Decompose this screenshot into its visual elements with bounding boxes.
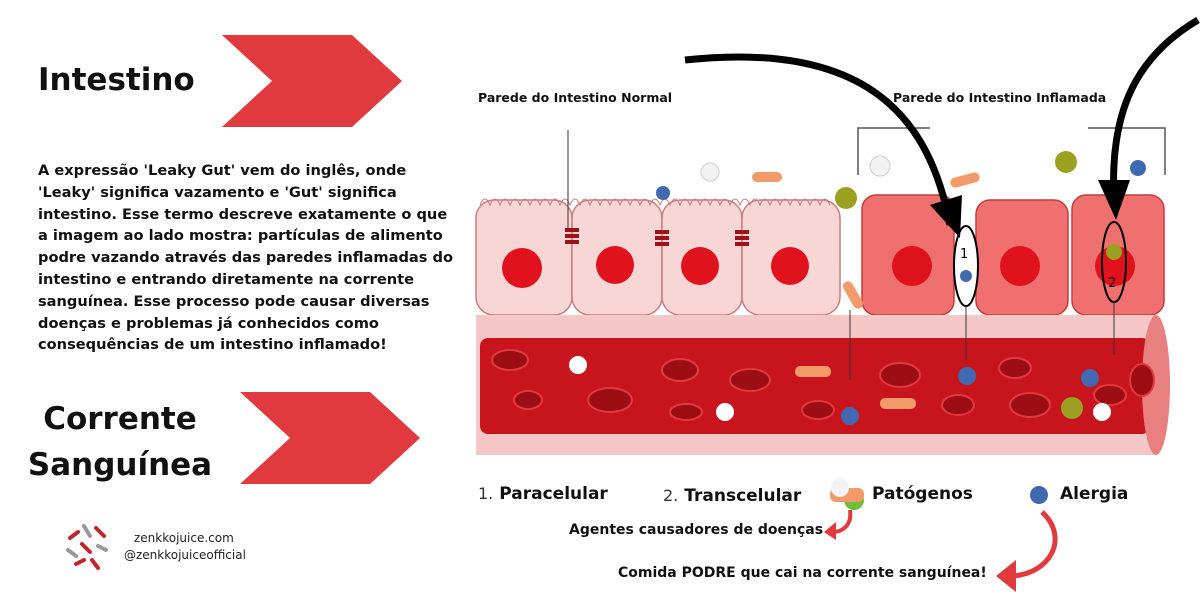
label-normal-wall: Parede do Intestino Normal bbox=[478, 90, 673, 105]
blood-vessel bbox=[476, 302, 1170, 455]
social-info: zenkkojuice.com @zenkkojuiceofficial bbox=[124, 530, 246, 564]
paracellular-marker bbox=[953, 225, 979, 307]
chevron-arrow-icon bbox=[222, 35, 402, 127]
normal-cells bbox=[475, 130, 841, 316]
pathogens-icon bbox=[830, 479, 864, 510]
legend-patogenos: Patógenos bbox=[872, 484, 973, 504]
legend-transcelular: 2. Transcelular bbox=[663, 486, 801, 506]
website-link[interactable]: zenkkojuice.com bbox=[134, 531, 234, 545]
marker-1: 1 bbox=[960, 247, 968, 262]
allergy-icon bbox=[1030, 486, 1048, 504]
title-corrente-sanguinea: Corrente Sanguínea bbox=[20, 396, 220, 488]
bracket bbox=[857, 127, 930, 175]
intestine-diagram: 1 2 bbox=[475, 16, 1200, 455]
title-intestino: Intestino bbox=[38, 62, 195, 98]
bracket bbox=[1088, 127, 1166, 175]
curved-arrow-icon bbox=[824, 509, 853, 540]
label-inflamed-wall: Parede do Intestino Inflamada bbox=[893, 90, 1107, 105]
legend-label: Transcelular bbox=[684, 486, 802, 506]
legend-alergia: Alergia bbox=[1060, 484, 1129, 504]
legend-label: Paracelular bbox=[499, 484, 608, 504]
legend-number: 2. bbox=[663, 486, 679, 505]
marker-2: 2 bbox=[1108, 276, 1116, 291]
title-line-1: Corrente bbox=[43, 401, 197, 437]
brand-logo bbox=[62, 520, 112, 570]
arrow-icon bbox=[1110, 16, 1200, 201]
note-allergy: Comida PODRE que cai na corrente sanguín… bbox=[618, 565, 987, 581]
curved-arrow-icon bbox=[996, 510, 1058, 592]
description-paragraph: A expressão 'Leaky Gut' vem do inglês, o… bbox=[38, 162, 453, 354]
legend-paracelular: 1. Paracelular bbox=[478, 484, 608, 504]
handle-link[interactable]: @zenkkojuiceofficial bbox=[124, 548, 246, 562]
legend-number: 1. bbox=[478, 484, 494, 503]
arrow-icon bbox=[684, 53, 954, 226]
inflamed-cells bbox=[861, 194, 1165, 316]
chevron-arrow-icon bbox=[240, 392, 420, 484]
title-line-2: Sanguínea bbox=[27, 447, 213, 483]
note-pathogens: Agentes causadores de doenças bbox=[569, 522, 824, 538]
